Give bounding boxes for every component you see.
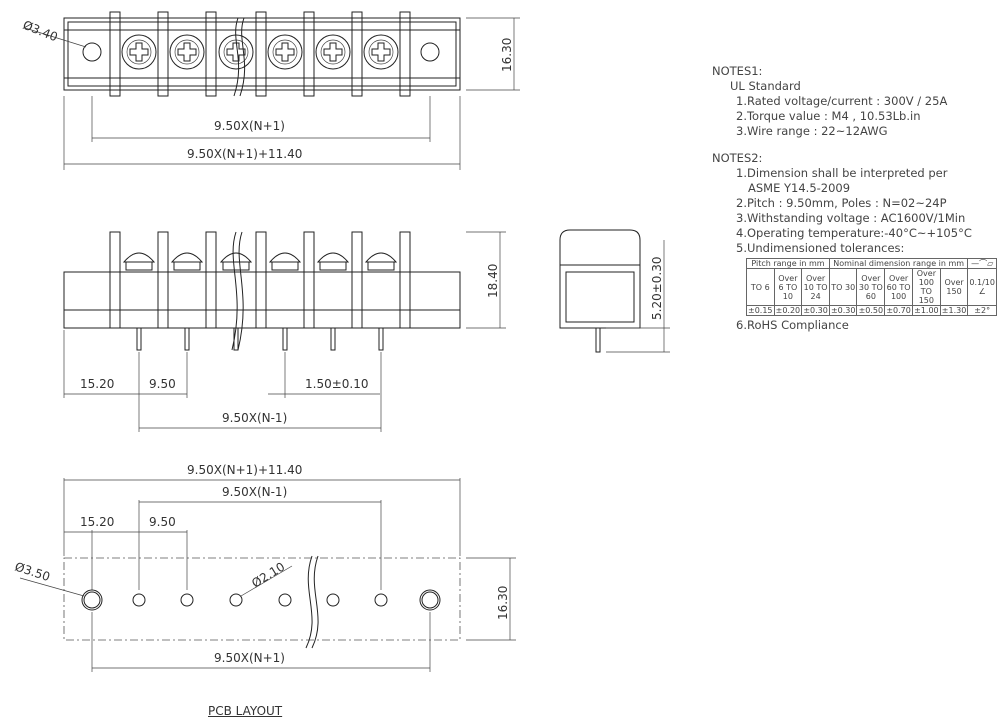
pcb-layout-title: PCB LAYOUT <box>208 704 283 718</box>
pcb-offset-label: 15.20 <box>80 515 114 529</box>
top-height-label: 16.30 <box>500 38 514 72</box>
pcb-span-label: 9.50X(N-1) <box>222 485 287 499</box>
notes1-item-1: 1.Rated voltage/current : 300V / 25A <box>736 94 948 108</box>
notes2-title: NOTES2: <box>712 151 763 165</box>
pcb-pitch-n1-label: 9.50X(N+1) <box>214 651 285 665</box>
tol-col: TO 6 <box>746 268 775 306</box>
notes-panel: NOTES1: UL Standard 1.Rated voltage/curr… <box>712 64 997 333</box>
notes1-title: NOTES1: <box>712 64 763 78</box>
notes1-ul: UL Standard <box>730 79 801 93</box>
front-span-label: 9.50X(N-1) <box>222 411 287 425</box>
tol-col: Over 100 TO 150 <box>911 268 941 306</box>
notes1-item-2: 2.Torque value : M4 , 10.53Lb.in <box>736 109 921 123</box>
tol-pitch-header: Pitch range in mm <box>746 258 830 269</box>
pcb-holes <box>81 589 441 611</box>
top-left-mount-hole <box>82 42 102 62</box>
tol-nominal-header: Nominal dimension range in mm <box>828 258 969 269</box>
tol-angle: ±2° <box>967 305 997 316</box>
tol-val: ±1.30 <box>939 305 969 316</box>
pcb-height-label: 16.30 <box>496 586 510 620</box>
top-view: Ø3.40 16.30 9.50X(N+1) 9.50X(N+1)+11.40 <box>21 11 520 170</box>
notes2-item-6: 6.RoHS Compliance <box>736 318 849 332</box>
front-pitch-label: 9.50 <box>149 377 176 391</box>
notes2-item-3: 3.Withstanding voltage : AC1600V/1Min <box>736 211 966 225</box>
tol-val: ±0.20 <box>773 305 803 316</box>
tol-val: ±0.30 <box>828 305 858 316</box>
notes1-item-3: 3.Wire range : 22~12AWG <box>736 124 888 138</box>
tol-val: ±1.00 <box>911 305 941 316</box>
side-view: 5.20±0.30 <box>559 229 670 353</box>
notes2-item-1a: 1.Dimension shall be interpreted per <box>736 166 948 180</box>
tol-sym-cell: —⌒▱ <box>967 258 997 269</box>
front-screw-heads <box>122 252 398 271</box>
notes2-item-1b: ASME Y14.5-2009 <box>748 181 851 195</box>
tol-val: ±0.30 <box>801 305 830 316</box>
notes2-item-2: 2.Pitch : 9.50mm, Poles : N=02~24P <box>736 196 947 210</box>
tol-flat-cell: 0.1/10∠ <box>967 268 997 306</box>
notes2-item-4: 4.Operating temperature:-40°C~+105°C <box>736 226 972 240</box>
tol-val: ±0.70 <box>884 305 913 316</box>
top-barriers <box>109 11 411 97</box>
top-screws <box>121 34 399 70</box>
front-view: 18.40 15.20 9.50 1.50±0.10 9.50X(N-1) <box>63 231 506 432</box>
tol-col: Over 6 TO 10 <box>773 268 803 306</box>
tol-col: TO 30 <box>828 268 858 306</box>
pcb-pitch-label: 9.50 <box>149 515 176 529</box>
front-height-label: 18.40 <box>486 264 500 298</box>
front-pin-label: 1.50±0.10 <box>305 377 369 391</box>
top-pitch-n1-label: 9.50X(N+1) <box>214 119 285 133</box>
pcb-overall-label: 9.50X(N+1)+11.40 <box>187 463 302 477</box>
top-right-mount-hole <box>420 42 440 62</box>
side-pin-length-label: 5.20±0.30 <box>650 257 664 321</box>
tol-col: Over 60 TO 100 <box>884 268 913 306</box>
tol-val: ±0.50 <box>856 305 886 316</box>
front-pins <box>136 327 384 351</box>
tolerance-table: Pitch range in mm Nominal dimension rang… <box>746 258 997 316</box>
tol-val: ±0.15 <box>746 305 775 316</box>
top-overall-label: 9.50X(N+1)+11.40 <box>187 147 302 161</box>
top-hole-dia-label: Ø3.40 <box>21 18 60 45</box>
pcb-mount-hole-label: Ø3.50 <box>13 560 52 584</box>
tol-col: Over 150 <box>939 268 969 306</box>
pcb-pin-hole-label: Ø2.10 <box>249 560 287 591</box>
tol-col: Over 30 TO 60 <box>856 268 886 306</box>
pcb-layout: 9.50X(N+1)+11.40 9.50X(N-1) 15.20 9.50 Ø… <box>13 463 516 672</box>
front-offset-label: 15.20 <box>80 377 114 391</box>
notes2-item-5: 5.Undimensioned tolerances: <box>736 241 905 255</box>
front-barriers <box>109 231 411 329</box>
tol-col: Over 10 TO 24 <box>801 268 830 306</box>
